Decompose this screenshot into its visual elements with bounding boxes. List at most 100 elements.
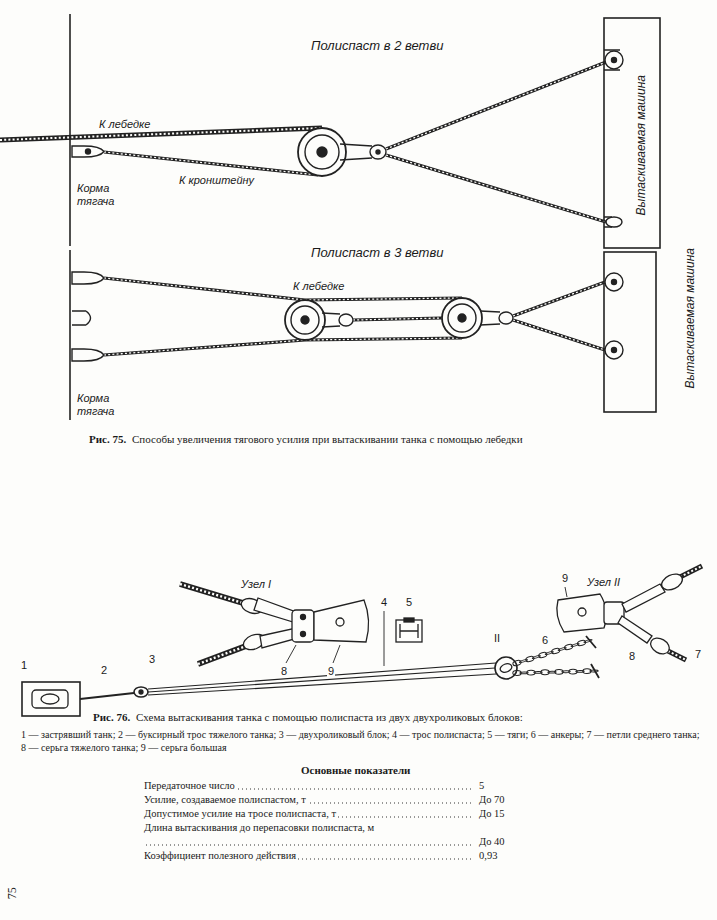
callout-number: 2 (100, 664, 108, 677)
large-shackle (557, 594, 606, 632)
rope (148, 674, 496, 695)
rope (668, 651, 686, 660)
figure-caption: Схема вытаскивания танка с помощью полис… (135, 711, 524, 724)
rope (513, 320, 605, 350)
vehicle-band (604, 252, 656, 412)
rod-part (396, 620, 422, 642)
pulley-block (298, 128, 346, 176)
table-cell: До 40 (478, 835, 506, 849)
vehicle-pulley (605, 273, 623, 291)
rope (180, 584, 243, 603)
table-cell: До 15 (478, 807, 506, 821)
tow-bracket (72, 311, 91, 325)
rope (305, 338, 462, 340)
rope (104, 278, 305, 300)
large-shackle (314, 600, 369, 642)
rope-thimble (86, 149, 91, 154)
detail-label: Узел I (240, 578, 272, 591)
tank-loop (648, 635, 672, 657)
vehicle-hook (606, 217, 622, 227)
pulley-shackle (339, 314, 353, 326)
rope (386, 155, 606, 222)
figure-caption: Способы увеличения тягового усилия при в… (131, 433, 524, 446)
table-cell: 5 (478, 779, 485, 793)
rope (513, 320, 605, 350)
pulley-block (134, 687, 148, 697)
detail-two (557, 571, 685, 657)
table-cell: Допустимое усилие на тросе полиспаста, т (143, 807, 337, 821)
pulley-sheave (448, 304, 476, 332)
detail-label: Узел II (586, 576, 621, 589)
callout-number: 9 (561, 572, 569, 585)
callout-number: 5 (405, 596, 413, 609)
tank-loop (659, 571, 685, 593)
callout-number: 8 (628, 650, 636, 663)
figure-title: Полиспаст в 3 ветви (310, 245, 444, 261)
rope-label: К кронштейну (178, 174, 255, 187)
rope (148, 668, 495, 692)
pulley-block (442, 298, 482, 338)
callout-number: II (493, 632, 501, 645)
rope (386, 62, 606, 149)
leader-line (565, 587, 567, 597)
figure-76-scheme (22, 611, 599, 716)
table-cell: Передаточное число (143, 779, 236, 793)
vehicle-pulley (605, 341, 623, 359)
pulley-sheave (499, 662, 513, 674)
rope-thimble (72, 272, 104, 284)
rope (353, 318, 442, 320)
pulley-block (285, 300, 325, 340)
rope (104, 340, 305, 355)
link-plate (254, 598, 296, 622)
vehicle-pulley (612, 280, 617, 285)
rope (513, 282, 605, 316)
tractor-stern (69, 250, 71, 420)
callout-number: 3 (148, 653, 156, 666)
vehicle-pulley (612, 58, 617, 63)
rope (680, 566, 702, 577)
rope (198, 646, 246, 664)
leader-line (286, 645, 340, 663)
rope (668, 651, 686, 660)
anchor-chain (512, 639, 598, 676)
vehicle-band (604, 18, 660, 248)
pulley-shackle (340, 144, 372, 160)
shackle-pin (376, 150, 380, 154)
shackle-pin (336, 618, 344, 626)
rope-label: К лебедке (98, 118, 151, 131)
rope (104, 278, 305, 300)
figure-number: Рис. 76. (92, 711, 131, 724)
rope-label: К лебедке (292, 280, 345, 293)
pulley-axle (458, 314, 466, 322)
stuck-tank (32, 690, 68, 708)
table-leader (146, 845, 472, 846)
vehicle-hook (604, 217, 612, 227)
rope (104, 152, 318, 175)
rope (386, 62, 606, 149)
rope-thimble (72, 349, 104, 361)
caption-key: 1 — застрявший танк; 2 — буксирный трос … (20, 728, 702, 754)
table-cell: До 70 (478, 793, 506, 807)
stuck-tank (41, 694, 59, 704)
vehicle-label: Вытаскиваемая машина (634, 74, 648, 216)
shackle-pin (301, 632, 306, 637)
rope (80, 693, 134, 699)
callout-number: 8 (280, 665, 288, 678)
vehicle-pulley (605, 51, 623, 69)
tractor-stern (69, 14, 71, 246)
figure-number: Рис. 75. (88, 433, 127, 446)
pulley-shackle (370, 145, 386, 159)
rope (353, 318, 442, 320)
table-cell: Усилие, создаваемое полиспастом, т (143, 793, 307, 807)
figure-75-three-branch (70, 250, 656, 420)
detail-one (239, 596, 368, 663)
table-cell: Коэффициент полезного действия (143, 849, 297, 863)
heavy-tank-shackle (292, 610, 314, 642)
part-label: Корма тягача (76, 392, 126, 418)
rope (513, 282, 605, 316)
part-label: Корма тягача (76, 182, 126, 208)
anchor-chain (590, 670, 598, 672)
callout-number: 4 (380, 596, 388, 609)
pulley-sheave (305, 135, 339, 169)
